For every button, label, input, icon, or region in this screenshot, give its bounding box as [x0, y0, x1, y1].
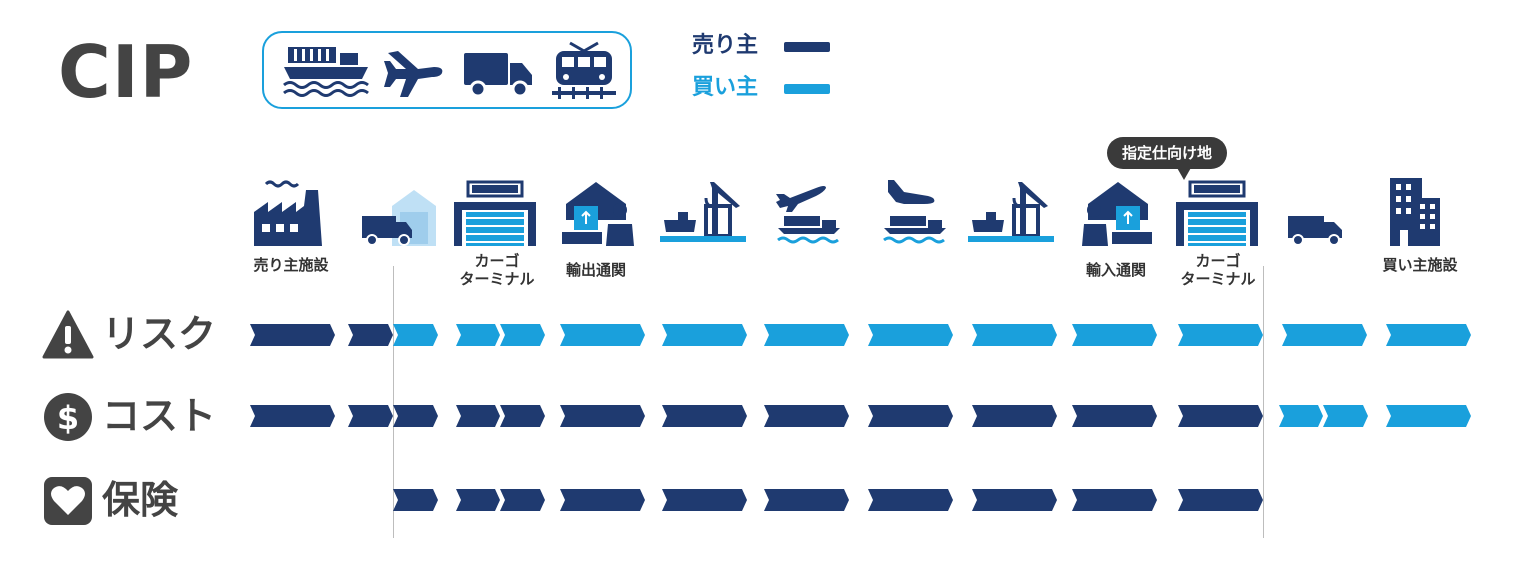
arrow-segment-buyer: [1386, 324, 1471, 346]
arrow-segment-seller: [1072, 489, 1157, 511]
stage-label-buyer-facility: 買い主施設: [1382, 256, 1458, 274]
arrow-segment-buyer: [1323, 405, 1368, 427]
cargo-terminal-icon: [1176, 180, 1258, 246]
truck-icon: [1288, 216, 1342, 246]
arrow-segment-buyer: [560, 324, 645, 346]
arrow-segment-seller: [560, 405, 645, 427]
arrow-segment-buyer: [456, 324, 500, 346]
row-label-risk: リスク: [102, 312, 217, 356]
stage-label-import-customs: 輸入通関: [1085, 261, 1146, 279]
arrow-segment-seller: [393, 405, 438, 427]
factory-icon: [254, 180, 322, 246]
arrow-segment-seller: [662, 489, 747, 511]
arrow-segment-seller: [250, 405, 335, 427]
heart-icon: [44, 477, 92, 525]
legend-seller-swatch: [784, 42, 830, 52]
import-customs-icon: [1082, 182, 1152, 246]
row-label-cost: コスト: [102, 394, 217, 438]
arrow-segment-seller: [393, 489, 438, 511]
arrow-segment-buyer: [1072, 324, 1157, 346]
arrow-segment-seller: [348, 324, 393, 346]
arrow-segment-seller: [1072, 405, 1157, 427]
stage-label-export-customs: 輸出通関: [565, 261, 626, 279]
truck-icon: [464, 53, 532, 98]
truck-warehouse-icon: [362, 190, 436, 246]
arrow-segment-buyer: [1178, 324, 1263, 346]
legend-buyer-label: 買い主: [692, 75, 759, 100]
dollar-icon: $: [44, 393, 92, 441]
port-crane-icon: [968, 182, 1054, 242]
plane-ship-arrival-icon: [883, 180, 946, 244]
tooltip-tail: [1176, 166, 1192, 180]
building-icon: [1390, 178, 1440, 246]
page-title: CIP: [58, 30, 194, 114]
arrow-segment-seller: [1178, 489, 1263, 511]
legend-buyer-swatch: [784, 84, 830, 94]
destination-tooltip: 指定仕向け地: [1107, 137, 1227, 169]
arrow-segment-seller: [1178, 405, 1263, 427]
arrow-segment-seller: [348, 405, 393, 427]
export-customs-icon: [562, 182, 634, 246]
port-crane-icon: [660, 182, 746, 242]
stage-label-cargo-terminal: カーゴ ターミナル: [1180, 252, 1256, 288]
arrow-segment-buyer: [868, 324, 953, 346]
row-label-insurance: 保険: [102, 478, 179, 522]
arrow-segment-buyer: [662, 324, 747, 346]
stage-label-seller-facility: 売り主施設: [253, 256, 329, 274]
arrow-segment-seller: [560, 489, 645, 511]
arrow-segment-seller: [764, 489, 849, 511]
ship-icon: [283, 47, 369, 97]
warning-icon: [42, 310, 94, 359]
legend-seller-label: 売り主: [692, 33, 759, 58]
arrow-segment-seller: [662, 405, 747, 427]
arrow-segment-buyer: [764, 324, 849, 346]
arrow-segment-seller: [250, 324, 335, 346]
plane-ship-departure-icon: [776, 186, 840, 244]
arrow-segment-seller: [972, 405, 1057, 427]
transport-modes-box: [262, 31, 632, 109]
airplane-icon: [384, 51, 443, 97]
arrow-segment-seller: [868, 405, 953, 427]
train-icon: [552, 41, 616, 99]
arrow-segment-buyer: [972, 324, 1057, 346]
svg-text:$: $: [57, 399, 79, 437]
arrow-segment-seller: [500, 405, 545, 427]
arrow-segment-seller: [456, 489, 500, 511]
arrow-segment-seller: [972, 489, 1057, 511]
arrow-segment-buyer: [500, 324, 545, 346]
arrow-segment-seller: [500, 489, 545, 511]
arrow-segment-seller: [456, 405, 500, 427]
arrow-segment-buyer: [1282, 324, 1367, 346]
divider-line: [393, 266, 394, 538]
divider-line: [1263, 266, 1264, 538]
stage-label-cargo-terminal: カーゴ ターミナル: [459, 252, 535, 288]
arrow-segment-buyer: [393, 324, 438, 346]
cargo-terminal-icon: [454, 180, 536, 246]
arrow-segment-buyer: [1279, 405, 1323, 427]
arrow-segment-buyer: [1386, 405, 1471, 427]
arrow-segment-seller: [764, 405, 849, 427]
arrow-segment-seller: [868, 489, 953, 511]
